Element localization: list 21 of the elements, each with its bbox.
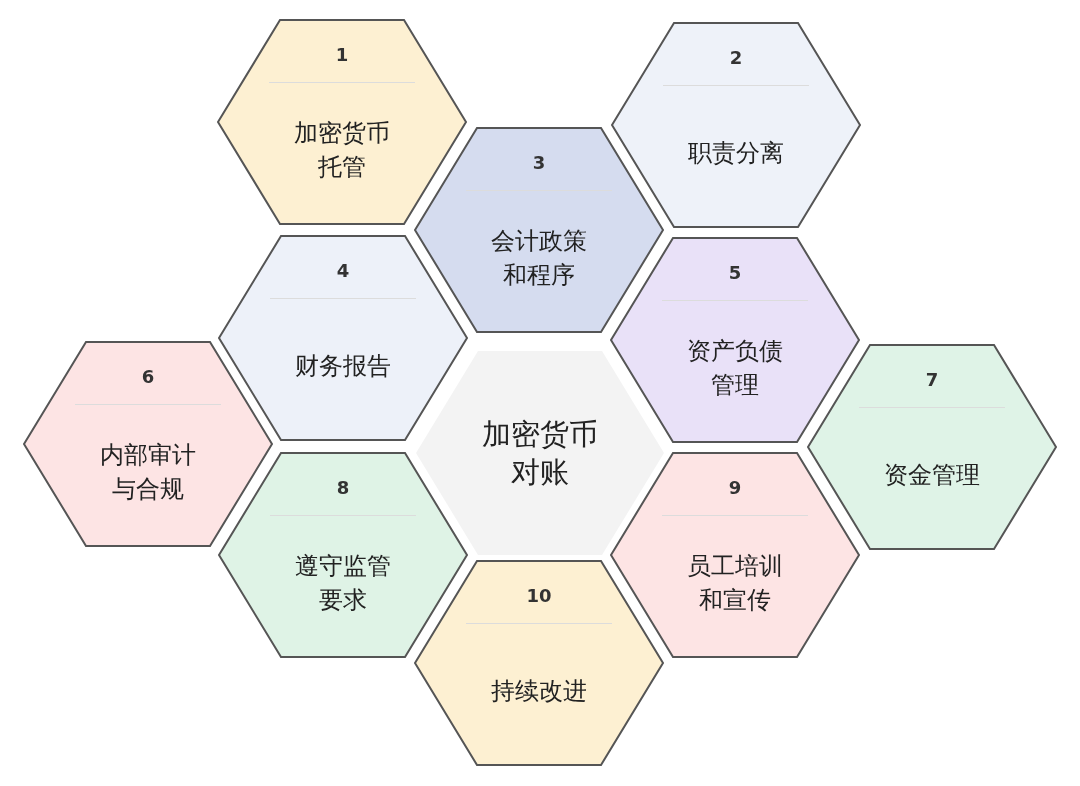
hexagon-label: 职责分离 — [687, 138, 785, 169]
step-number: 2 — [728, 47, 744, 68]
hexagon-label: 会计政策和程序 — [490, 226, 588, 291]
hexagon-label: 遵守监管要求 — [294, 551, 392, 616]
step-number: 7 — [924, 369, 940, 390]
step-number: 10 — [525, 585, 553, 606]
center-label: 加密货币对账 — [481, 416, 599, 491]
hexagon-label: 内部审计与合规 — [99, 440, 197, 505]
hexagon-label: 加密货币托管 — [293, 118, 391, 183]
step-number: 1 — [334, 44, 350, 65]
step-number: 8 — [335, 477, 351, 498]
hexagon-label: 资产负债管理 — [686, 336, 784, 401]
hexagon-label: 资金管理 — [883, 460, 981, 491]
step-number: 9 — [727, 477, 743, 498]
step-number: 4 — [335, 260, 351, 281]
hexagon-label: 持续改进 — [490, 676, 588, 707]
step-number: 5 — [727, 262, 743, 283]
step-number: 6 — [140, 366, 156, 387]
hexagon-label: 财务报告 — [294, 351, 392, 382]
step-number: 3 — [531, 152, 547, 173]
hexagon-label: 员工培训和宣传 — [686, 551, 784, 616]
